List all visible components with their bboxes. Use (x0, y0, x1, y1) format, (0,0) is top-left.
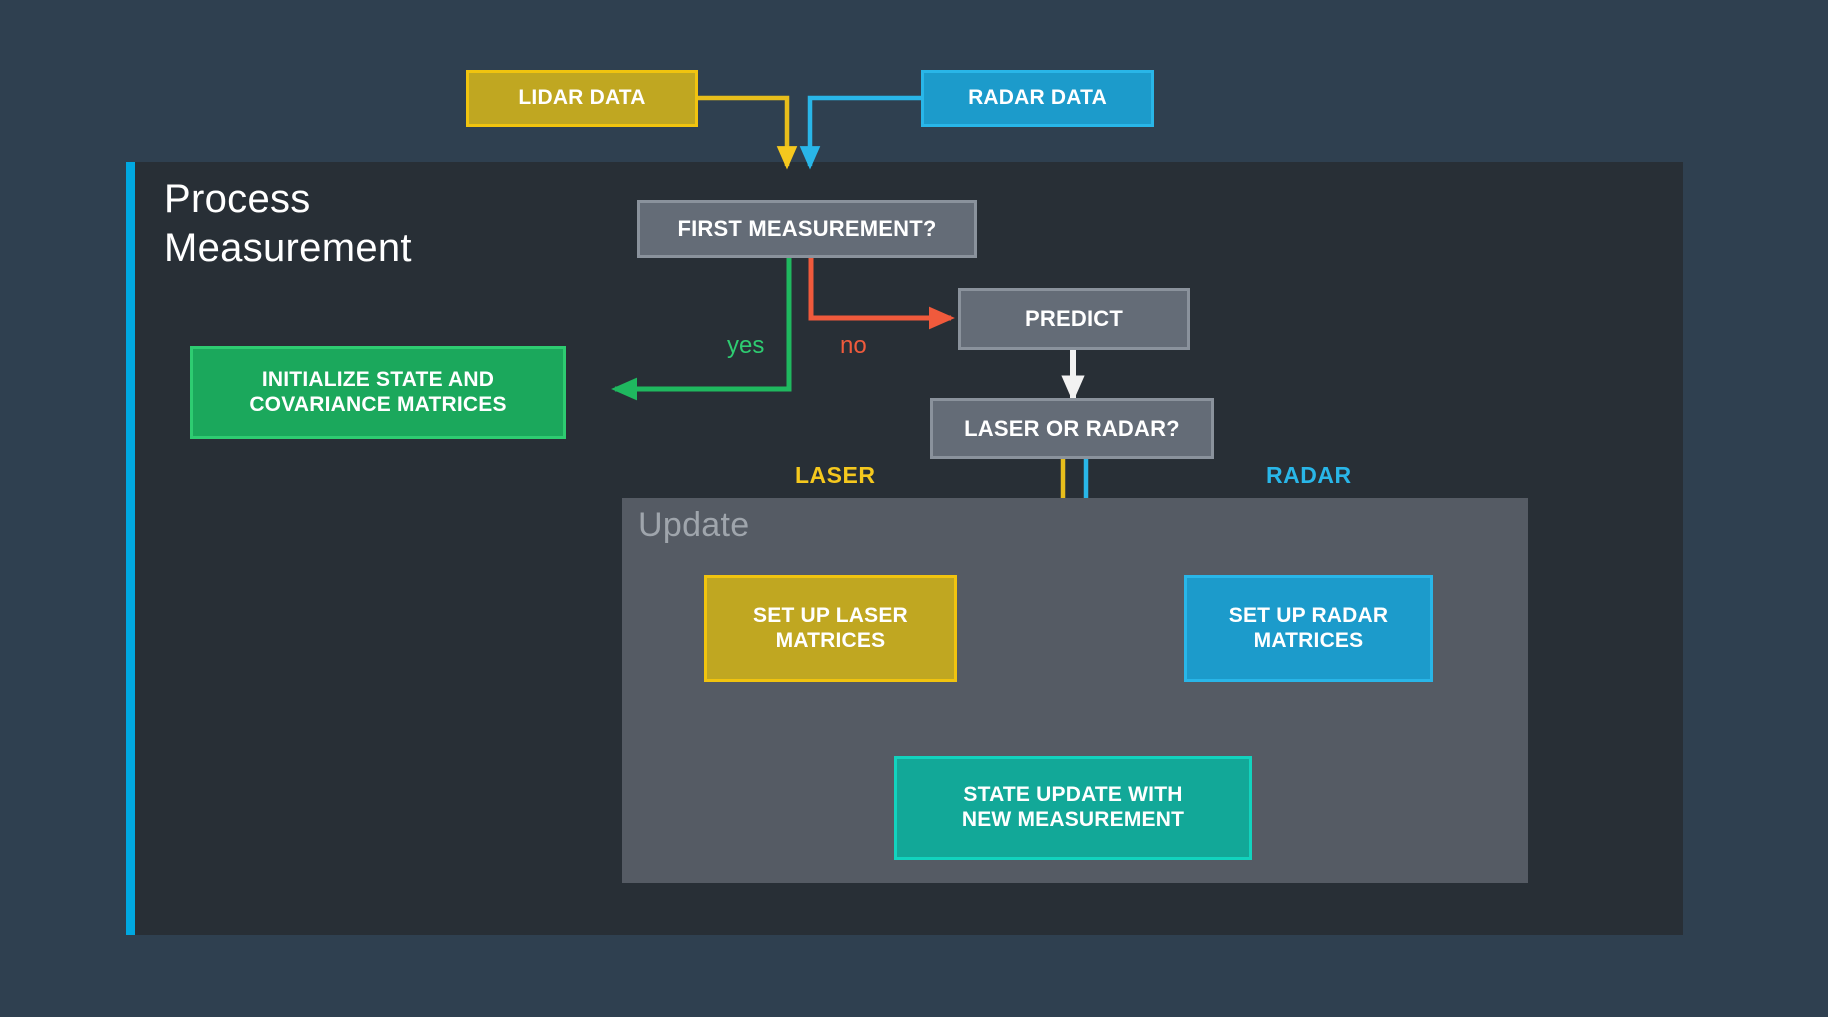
node-initialize-label: INITIALIZE STATE AND COVARIANCE MATRICES (249, 367, 507, 416)
node-first-measurement-label: FIRST MEASUREMENT? (677, 216, 937, 242)
edge-lidar-to-first-measurement (698, 95, 798, 170)
page-title: Process Measurement (164, 177, 412, 270)
node-predict[interactable]: PREDICT (958, 288, 1190, 350)
node-setup-radar-label: SET UP RADAR MATRICES (1228, 603, 1389, 652)
node-laser-or-radar[interactable]: LASER OR RADAR? (930, 398, 1214, 459)
node-first-measurement[interactable]: FIRST MEASUREMENT? (637, 200, 977, 258)
node-setup-laser-label: SET UP LASER MATRICES (753, 603, 908, 652)
node-predict-label: PREDICT (1025, 306, 1123, 332)
node-radar-data[interactable]: RADAR DATA (921, 70, 1154, 127)
node-laser-or-radar-label: LASER OR RADAR? (964, 415, 1180, 441)
node-radar-data-label: RADAR DATA (968, 86, 1107, 110)
update-panel-title: Update (638, 506, 750, 544)
edge-label-laser: LASER (795, 462, 876, 488)
edge-label-radar: RADAR (1266, 462, 1352, 488)
node-setup-radar-matrices[interactable]: SET UP RADAR MATRICES (1184, 575, 1433, 682)
node-lidar-data-label: LIDAR DATA (518, 86, 646, 110)
edge-label-no: no (840, 332, 867, 359)
node-state-update-label: STATE UPDATE WITH NEW MEASUREMENT (961, 783, 1185, 831)
node-state-update[interactable]: STATE UPDATE WITH NEW MEASUREMENT (894, 756, 1252, 860)
node-lidar-data[interactable]: LIDAR DATA (466, 70, 698, 127)
panel-accent-bar (126, 162, 135, 935)
edge-radar-to-first-measurement (799, 95, 921, 170)
edge-label-yes: yes (727, 332, 765, 359)
node-setup-laser-matrices[interactable]: SET UP LASER MATRICES (704, 575, 957, 682)
node-initialize-state-covariance[interactable]: INITIALIZE STATE AND COVARIANCE MATRICES (190, 346, 566, 439)
